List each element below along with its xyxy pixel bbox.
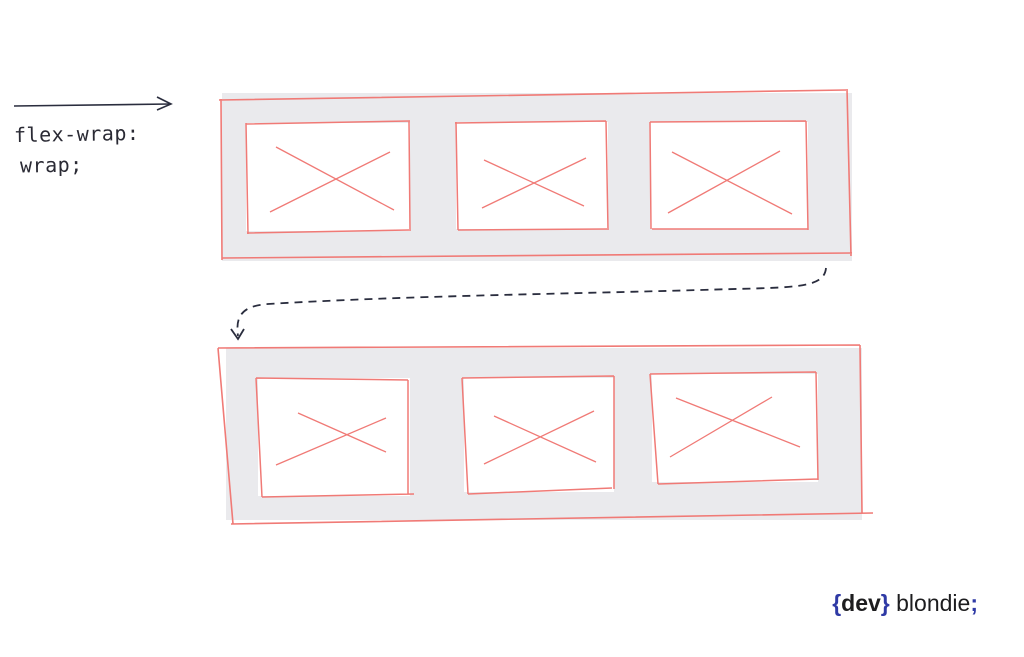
flex-item <box>649 120 809 231</box>
flex-wrap-property-label: flex-wrap: <box>13 120 140 148</box>
cross-placeholder-icon <box>481 157 587 209</box>
wrap-arrow <box>230 267 827 341</box>
flex-item <box>649 371 819 485</box>
brand-logo: {dev} blondie; <box>832 590 978 617</box>
flex-item <box>454 120 609 231</box>
logo-close-brace: } <box>880 590 890 616</box>
cross-placeholder-icon <box>269 146 395 213</box>
logo-semicolon: ; <box>970 590 978 616</box>
cross-placeholder-icon <box>275 412 387 466</box>
flex-item <box>461 375 615 495</box>
flex-item <box>245 120 411 235</box>
flex-wrap-value-label: wrap; <box>19 152 83 178</box>
cross-placeholder-icon <box>483 410 597 465</box>
logo-open-brace: { <box>832 590 842 616</box>
cross-placeholder-icon <box>669 396 801 458</box>
logo-name: blondie <box>889 590 971 616</box>
pointer-arrow <box>13 96 173 111</box>
logo-dev-word: dev <box>841 590 881 616</box>
cross-placeholder-icon <box>667 150 793 215</box>
flex-item <box>255 377 415 498</box>
